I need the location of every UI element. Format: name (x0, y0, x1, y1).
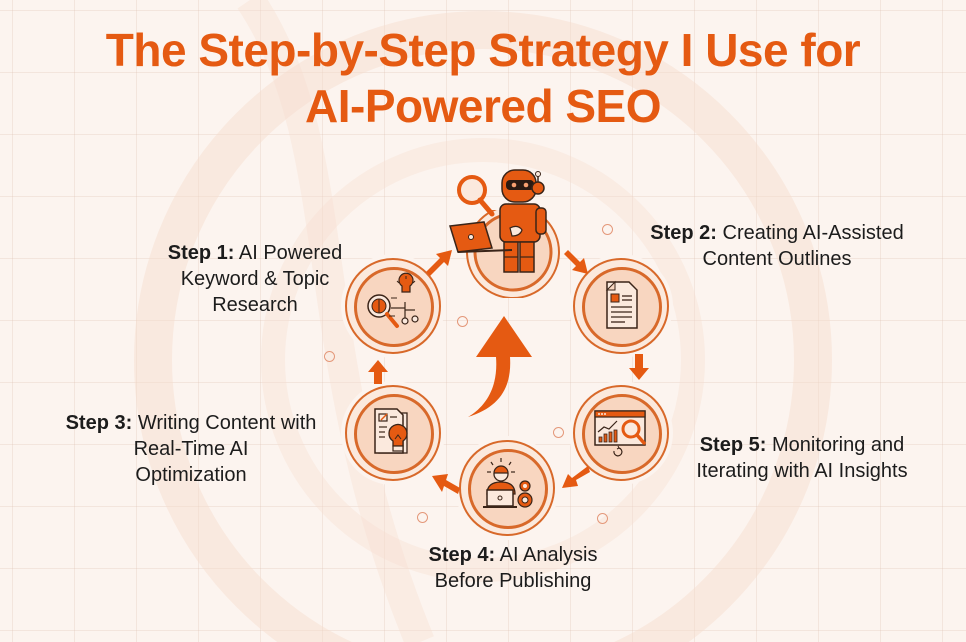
step-5-label: Step 5: Monitoring and Iterating with AI… (672, 432, 932, 484)
person-laptop-gears-icon (483, 458, 533, 508)
step-4-title: Step 4: (428, 544, 496, 566)
step-4-text-line-1: AI Analysis (499, 544, 598, 566)
step-1-title: Step 1: (167, 242, 235, 264)
decor-dot (457, 316, 468, 327)
step-1-text-line-2: Keyword & Topic (180, 268, 330, 290)
step-1-node (345, 258, 441, 354)
step-1-label: Step 1: AI Powered Keyword & Topic Resea… (140, 240, 370, 318)
brain-search-lightbulb-icon (367, 272, 419, 328)
arrow-step4-to-step3-icon (432, 474, 460, 494)
title-line-2: AI-Powered SEO (305, 80, 661, 132)
document-lightbulb-icon (374, 408, 408, 454)
step-3-title: Step 3: (65, 412, 133, 434)
step-3-text-line-2: Real-Time AI (133, 438, 249, 460)
step-5-title: Step 5: (699, 434, 767, 456)
step-5-text-line-2: Iterating with AI Insights (696, 460, 908, 482)
decor-dot (324, 351, 335, 362)
step-5-text-line-1: Monitoring and (771, 434, 905, 456)
decor-dot (417, 512, 428, 523)
decor-dot (553, 427, 564, 438)
arrow-step3-to-step1-icon (368, 360, 388, 384)
arrow-step1-to-center-icon (426, 250, 452, 276)
step-4-text-line-2: Before Publishing (434, 570, 592, 592)
arrow-center-to-step2-icon (564, 250, 588, 274)
step-2-text-line-1: Creating AI-Assisted (722, 222, 904, 244)
analytics-window-search-icon (594, 410, 646, 457)
step-4-node (459, 440, 555, 536)
arrow-step5-to-step4-icon (562, 466, 590, 488)
step-2-node (573, 258, 669, 354)
step-3-label: Step 3: Writing Content with Real-Time A… (38, 410, 344, 488)
curved-up-arrow-icon (468, 316, 532, 417)
step-4-label: Step 4: AI Analysis Before Publishing (395, 542, 631, 594)
title-line-1: The Step-by-Step Strategy I Use for (105, 24, 861, 76)
document-outline-icon (605, 280, 638, 329)
step-3-text-line-3: Optimization (135, 464, 247, 486)
step-1-text-line-1: AI Powered (238, 242, 343, 264)
step-3-node (345, 385, 441, 481)
arrow-step2-to-step5-icon (629, 354, 649, 380)
step-3-text-line-1: Writing Content with (137, 412, 317, 434)
decor-dot (602, 224, 613, 235)
step-5-node (573, 385, 669, 481)
step-2-title: Step 2: (650, 222, 717, 244)
step-2-label: Step 2: Creating AI-Assisted Content Out… (622, 220, 932, 272)
step-2-text-line-2: Content Outlines (702, 248, 852, 270)
robot-with-laptop-and-magnifier-icon (449, 169, 547, 273)
step-1-text-line-3: Research (212, 294, 298, 316)
page-title: The Step-by-Step Strategy I Use for AI-P… (0, 22, 966, 134)
decor-dot (597, 513, 608, 524)
